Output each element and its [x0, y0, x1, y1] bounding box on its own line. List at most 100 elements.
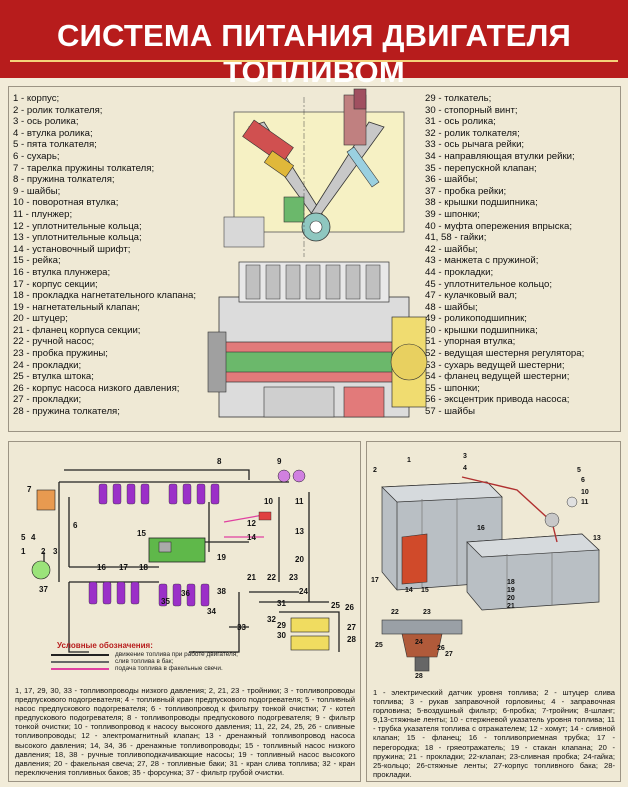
callout-number: 26 — [345, 603, 354, 612]
legend-item: 17 - корпус секции; — [13, 278, 98, 290]
legend-item: 31 - ось ролика; — [425, 116, 496, 128]
legend-item-glow: подача топлива в факельные свечи. — [115, 665, 223, 672]
high-pressure-pump — [148, 537, 206, 563]
legend-item: 36 - шайбы; — [425, 174, 478, 186]
callout-number: 22 — [391, 609, 399, 616]
callout-number: 1 — [21, 547, 26, 556]
legend-item: 48 - шайбы; — [425, 301, 478, 313]
legend-item: 15 - рейка; — [13, 255, 61, 267]
callout-number: 3 — [53, 547, 58, 556]
pump-longitudinal-illustration — [207, 261, 428, 418]
legend-swatch-flow — [51, 654, 109, 656]
callout-number: 16 — [97, 563, 106, 572]
callout-number: 16 — [477, 525, 485, 532]
air-filter — [566, 496, 578, 508]
callout-number: 31 — [277, 599, 286, 608]
tank-section-cutaway — [401, 533, 428, 585]
callout-number: 5 — [577, 467, 581, 474]
scheme-legend-title: Условные обозначения: — [57, 641, 153, 650]
callout-number: 15 — [421, 587, 429, 594]
tank-caption: 1 - электрический датчик уровня топлива;… — [373, 688, 615, 779]
legend-item: 41, 58 - гайки; — [425, 232, 487, 244]
legend-item: 27 - прокладки; — [13, 394, 82, 406]
legend-item: 16 - втулка плунжера; — [13, 266, 111, 278]
callout-number: 19 — [217, 553, 226, 562]
drain-valve-detail — [381, 619, 463, 672]
legend-swatch-glow — [51, 668, 109, 670]
callout-number: 11 — [581, 499, 589, 506]
legend-item: 35 - перепускной клапан; — [425, 162, 537, 174]
legend-item: 26 - корпус насоса низкого давления; — [13, 382, 180, 394]
legend-item: 44 - прокладки; — [425, 266, 494, 278]
callout-number: 10 — [264, 497, 273, 506]
fuel-tank-27 — [290, 617, 330, 633]
legend-item: 14 - установочный шрифт; — [13, 243, 131, 255]
legend-item: 4 - втулка ролика; — [13, 127, 93, 139]
legend-item: 2 - ролик толкателя; — [13, 104, 103, 116]
legend-item: 7 - тарелка пружины толкателя; — [13, 162, 155, 174]
callout-number: 36 — [181, 589, 190, 598]
legend-item: 49 - роликоподшипник; — [425, 313, 527, 325]
fine-filter — [277, 469, 291, 483]
legend-item: 11 - плунжер; — [13, 208, 73, 220]
legend-item: 32 - ролик толкателя; — [425, 127, 520, 139]
preheater-boiler — [36, 489, 56, 511]
legend-item: 55 - шпонки; — [425, 382, 480, 394]
callout-number: 25 — [331, 601, 340, 610]
fuel-tank-28 — [290, 635, 330, 651]
callout-number: 28 — [415, 673, 423, 680]
callout-number: 5 — [21, 533, 26, 542]
callout-number: 21 — [247, 573, 256, 582]
filler-neck — [544, 512, 560, 528]
callout-number: 2 — [373, 467, 377, 474]
legend-item: 9 - шайбы; — [13, 185, 61, 197]
callout-number: 14 — [405, 587, 413, 594]
injection-pump-drawing — [207, 88, 428, 418]
solenoid-valve — [258, 511, 272, 521]
callout-number: 17 — [119, 563, 128, 572]
legend-item: 51 - упорная втулка; — [425, 336, 516, 348]
legend-item: 50 - крышки подшипника; — [425, 324, 538, 336]
scheme-legend: Условные обозначения: движение топлива п… — [45, 641, 335, 673]
legend-item: 43 - манжета с пружиной; — [425, 255, 539, 267]
legend-item: 54 - фланец ведущей шестерни; — [425, 371, 570, 383]
callout-number: 34 — [207, 607, 216, 616]
legend-item: 29 - толкатель; — [425, 93, 492, 104]
page-title: СИСТЕМА ПИТАНИЯ ДВИГАТЕЛЯ ТОПЛИВОМ — [56, 18, 572, 89]
callout-number: 18 — [507, 579, 515, 586]
low-pressure-pump — [158, 541, 172, 553]
legend-item: 21 - фланец корпуса секции; — [13, 324, 141, 336]
callout-number: 23 — [289, 573, 298, 582]
legend-item: 18 - прокладка нагнетательного клапана; — [13, 290, 197, 302]
legend-item-return: слив топлива в бак; — [115, 658, 174, 665]
legend-item: 24 - прокладки; — [13, 359, 82, 371]
injection-pump-panel: 1 - корпус;2 - ролик толкателя;3 - ось р… — [8, 86, 621, 432]
callout-number: 38 — [217, 587, 226, 596]
legend-item: 12 - уплотнительные кольца; — [13, 220, 142, 232]
callout-number: 17 — [371, 577, 379, 584]
callout-number: 14 — [247, 533, 256, 542]
callout-number: 22 — [267, 573, 276, 582]
legend-item: 28 - пружина толкателя; — [13, 406, 120, 418]
legend-item: 42 - шайбы; — [425, 243, 478, 255]
header-banner: СИСТЕМА ПИТАНИЯ ДВИГАТЕЛЯ ТОПЛИВОМ — [0, 0, 628, 89]
callout-number: 9 — [277, 457, 282, 466]
scheme-caption: 1, 17, 29, 30, 33 - топливопроводы низко… — [15, 686, 355, 777]
callout-number: 4 — [463, 465, 467, 472]
injectors-upper — [98, 483, 220, 505]
callout-number: 7 — [27, 485, 32, 494]
callout-number: 6 — [73, 521, 78, 530]
callout-number: 35 — [161, 597, 170, 606]
legend-item: 57 - шайбы — [425, 406, 475, 418]
callout-number: 21 — [507, 603, 515, 610]
callout-number: 27 — [347, 623, 356, 632]
legend-item: 10 - поворотная втулка; — [13, 197, 119, 209]
legend-item: 6 - сухарь; — [13, 150, 60, 162]
pump-section-illustration — [223, 88, 405, 257]
callout-number: 11 — [295, 497, 304, 506]
legend-item: 23 - пробка пружины; — [13, 348, 108, 360]
callout-number: 28 — [347, 635, 356, 644]
